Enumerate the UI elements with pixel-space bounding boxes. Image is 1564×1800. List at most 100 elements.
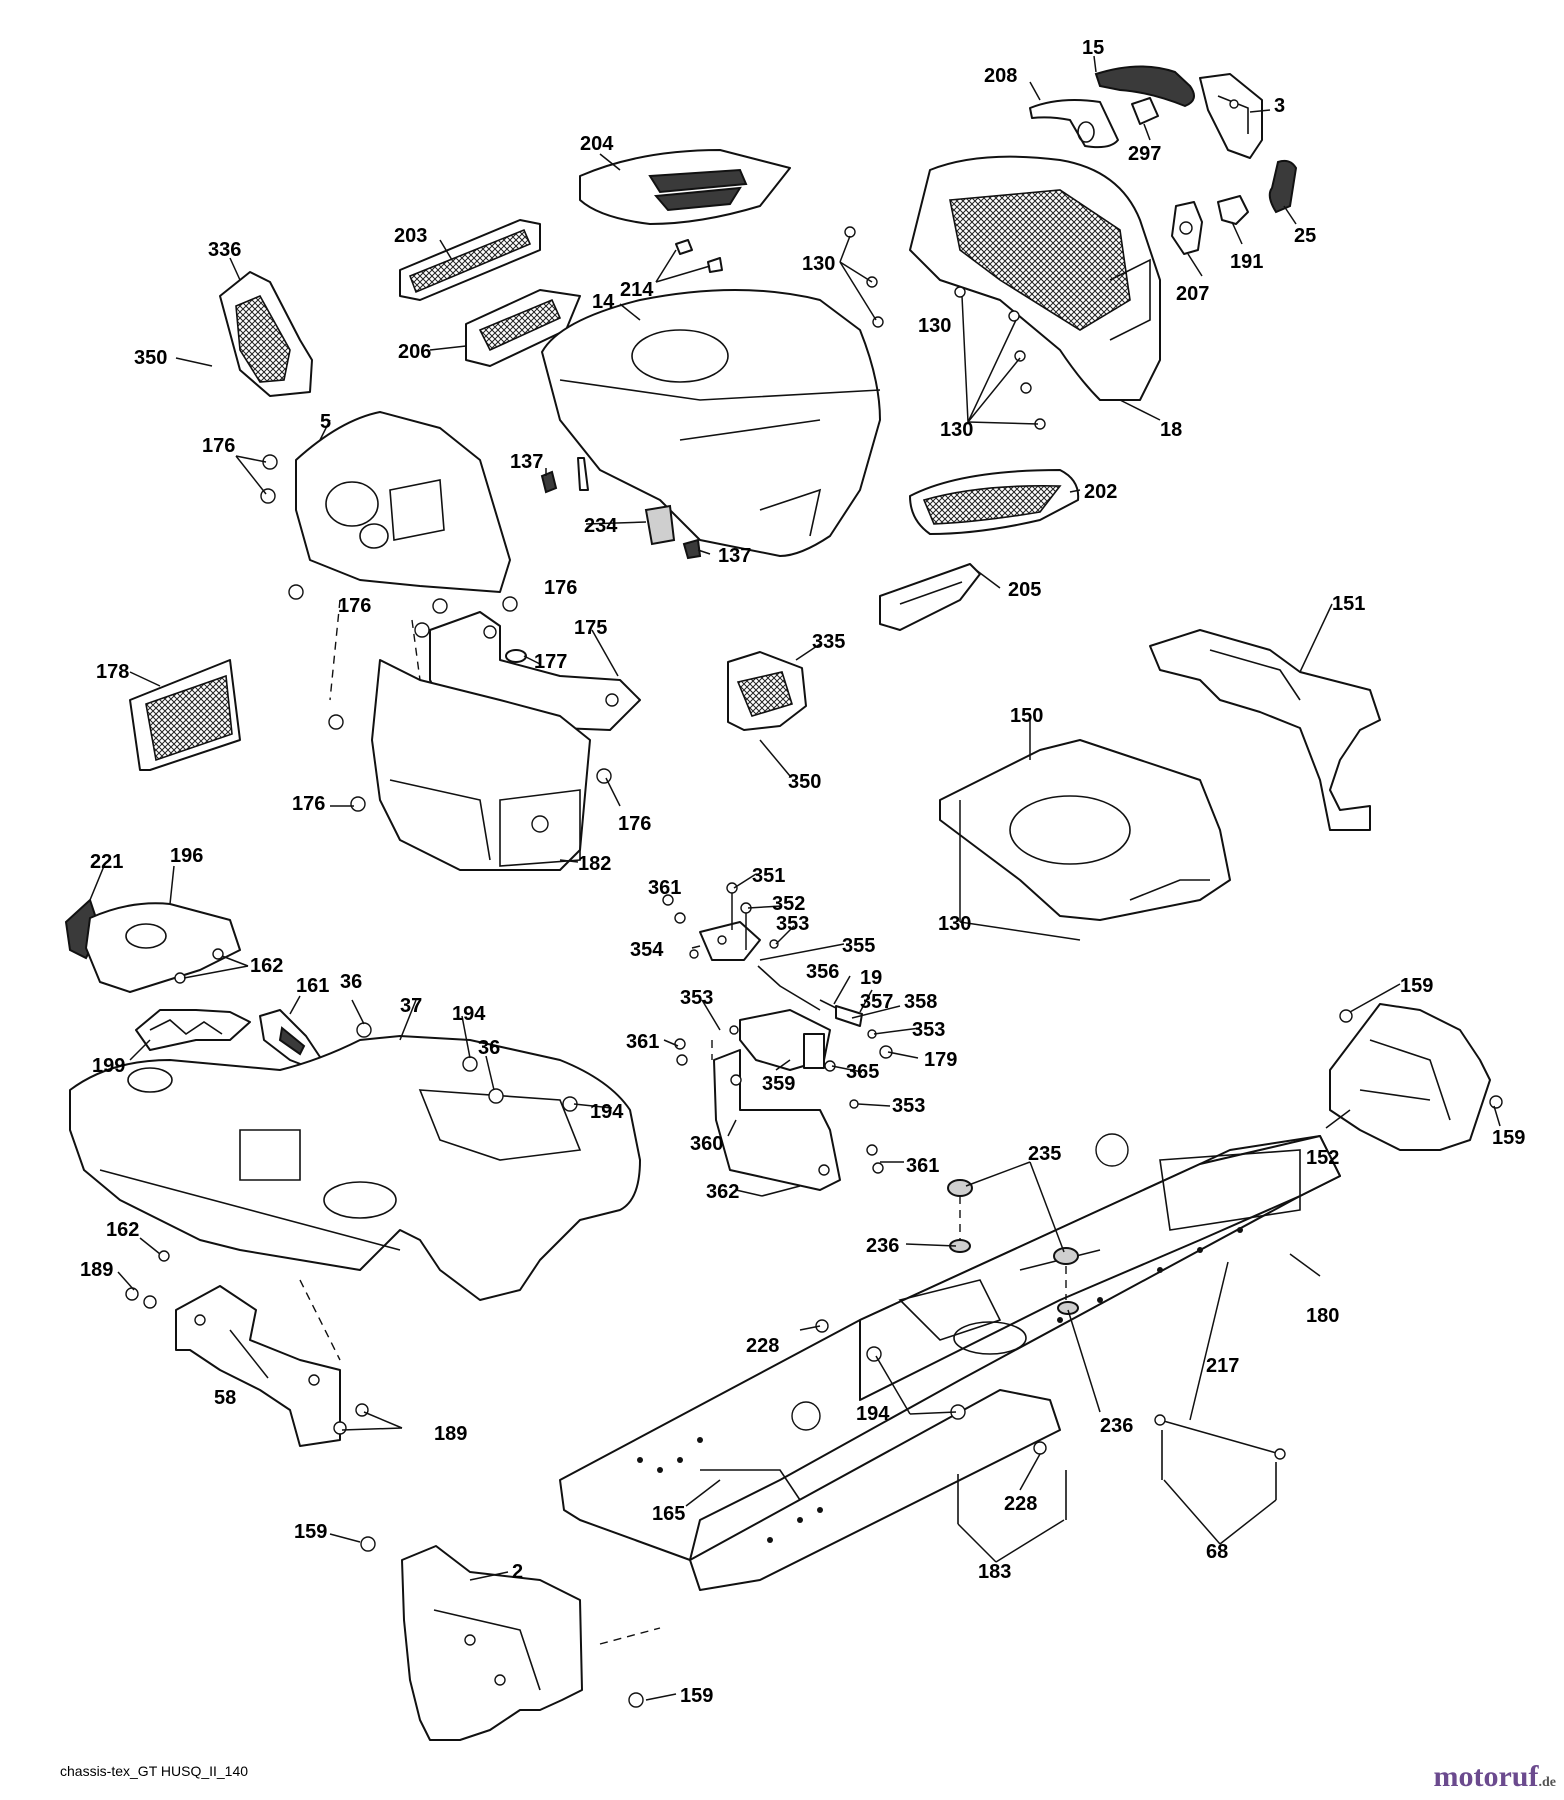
callout: 176 <box>618 813 651 835</box>
callout: 352 <box>772 893 805 915</box>
callout: 350 <box>134 347 167 369</box>
part-179 <box>879 1045 893 1059</box>
callout: 152 <box>1306 1147 1339 1169</box>
callout: 179 <box>924 1049 957 1071</box>
callout: 165 <box>652 1503 685 1525</box>
callout: 130 <box>802 253 835 275</box>
callout: 191 <box>1230 251 1263 273</box>
part-351 <box>726 882 738 930</box>
callout: 228 <box>1004 1493 1037 1515</box>
callout: 353 <box>912 1019 945 1041</box>
callout: 357 <box>860 991 893 1013</box>
bolts-228 <box>815 1319 1047 1455</box>
callout: 19 <box>860 967 882 989</box>
callout: 204 <box>580 133 614 155</box>
part-150 <box>939 739 1231 921</box>
drawing-reference: chassis-tex_GT HUSQ_II_140 <box>60 1763 249 1779</box>
part-217-rod <box>1154 1414 1286 1460</box>
bushings-235-236 <box>947 1179 1079 1315</box>
part-177 <box>505 649 527 663</box>
callout: 207 <box>1176 283 1209 305</box>
callout: 5 <box>320 411 331 433</box>
callout: 336 <box>208 239 241 261</box>
callout: 199 <box>92 1055 125 1077</box>
screws-130-top <box>844 226 1046 430</box>
bolts-159-lower <box>360 1536 644 1708</box>
part-152 <box>1329 1003 1491 1151</box>
callout: 58 <box>214 1387 236 1409</box>
nuts-361 <box>662 894 884 1174</box>
part-202 <box>909 469 1080 535</box>
callout: 36 <box>340 971 362 993</box>
callout: 353 <box>892 1095 925 1117</box>
callout: 203 <box>394 225 427 247</box>
callout: 159 <box>1400 975 1433 997</box>
bolts-68 <box>1161 1430 1277 1500</box>
callout: 189 <box>80 1259 113 1281</box>
callout: 217 <box>1206 1355 1239 1377</box>
part-359-cylinder <box>739 1009 831 1071</box>
callout: 130 <box>940 419 973 441</box>
callout: 355 <box>842 935 875 957</box>
callout: 361 <box>648 877 681 899</box>
part-15 <box>1094 65 1195 108</box>
callout: 351 <box>752 865 785 887</box>
callout: 360 <box>690 1133 723 1155</box>
callout: 150 <box>1010 705 1043 727</box>
callout: 205 <box>1008 579 1041 601</box>
callout: 202 <box>1084 481 1117 503</box>
callout: 130 <box>918 315 951 337</box>
nuts-194 <box>462 1056 578 1112</box>
callout: 361 <box>906 1155 939 1177</box>
brand-logo[interactable]: motoruf.de <box>1434 1760 1556 1794</box>
screws-162 <box>158 948 224 1262</box>
part-214 <box>675 239 723 273</box>
callout: 177 <box>534 651 567 673</box>
callout: 194 <box>590 1101 624 1123</box>
callout: 15 <box>1082 37 1104 59</box>
callout: 183 <box>978 1561 1011 1583</box>
callout: 194 <box>856 1403 890 1425</box>
part-205 <box>879 563 981 631</box>
callout: 137 <box>718 545 751 567</box>
callout: 353 <box>776 913 809 935</box>
callout: 359 <box>762 1073 795 1095</box>
callout: 25 <box>1294 225 1316 247</box>
callout: 2 <box>512 1561 523 1583</box>
callout: 208 <box>984 65 1017 87</box>
callout: 159 <box>1492 1127 1525 1149</box>
part-2 <box>401 1545 583 1741</box>
callout: 206 <box>398 341 431 363</box>
part-234 <box>577 457 676 546</box>
part-354-bracket <box>699 921 761 961</box>
part-360-plate <box>713 1049 841 1191</box>
callout: 356 <box>806 961 839 983</box>
part-196 <box>85 902 241 993</box>
callout: 358 <box>904 991 937 1013</box>
part-18 <box>909 155 1161 401</box>
callout: 14 <box>592 291 615 313</box>
callout: 297 <box>1128 143 1161 165</box>
callout: 194 <box>452 1003 486 1025</box>
callout: 234 <box>584 515 618 537</box>
callout: 365 <box>846 1061 879 1083</box>
callout: 182 <box>578 853 611 875</box>
bolts-189 <box>125 1287 369 1435</box>
part-336 <box>219 271 313 397</box>
part-180-frame <box>559 1133 1341 1591</box>
callout: 354 <box>630 939 664 961</box>
part-3 <box>1199 73 1263 159</box>
part-199 <box>135 1009 251 1051</box>
part-362-pin <box>761 1185 801 1197</box>
part-14 <box>541 289 881 557</box>
callout: 221 <box>90 851 123 873</box>
callout: 350 <box>788 771 821 793</box>
callout: 162 <box>106 1219 139 1241</box>
part-151 <box>1149 629 1381 831</box>
callout: 161 <box>296 975 329 997</box>
bolts-176 <box>260 454 612 812</box>
callout: 176 <box>338 595 371 617</box>
callout: 361 <box>626 1031 659 1053</box>
part-25 <box>1268 159 1298 214</box>
callout: 214 <box>620 279 654 301</box>
